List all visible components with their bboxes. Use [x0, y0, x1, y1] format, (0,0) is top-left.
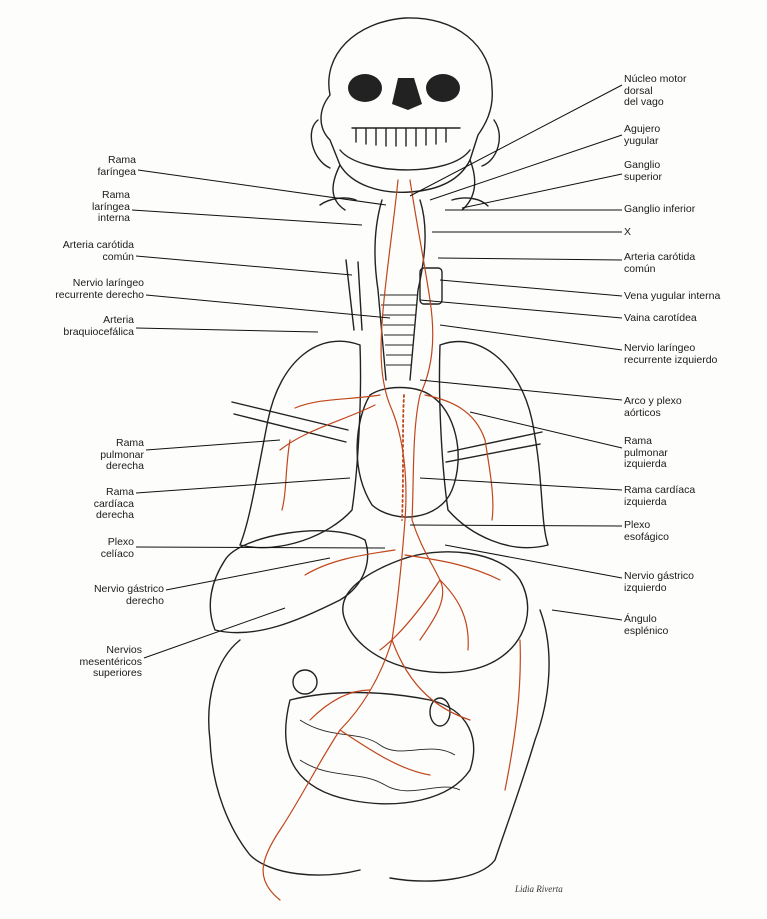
label-rama-cardiaca-derecha: Rama cardíaca derecha: [93, 486, 134, 521]
label-plexo-esofagico: Plexo esofágico: [624, 519, 669, 543]
label-x: X: [624, 226, 632, 238]
label-plexo-celiaco: Plexo celíaco: [100, 536, 134, 560]
lungs: [239, 340, 549, 549]
label-arteria-braquiocefalica: Arteria braquiocefálica: [63, 314, 134, 338]
label-nervio-gastrico-derecho: Nervio gástrico derecho: [93, 583, 164, 607]
label-rama-laringea-interna: Rama laríngea interna: [92, 189, 130, 224]
label-nervio-laringeo-recurrente-izquierdo: Nervio laríngeo recurrente izquierdo: [624, 342, 718, 366]
stomach: [342, 551, 529, 674]
label-rama-cardiaca-izquierda: Rama cardíaca izquierda: [624, 484, 696, 508]
vagus-nerve-paths: [262, 179, 521, 901]
label-rama-pulmonar-derecha: Rama pulmonar derecha: [100, 437, 144, 472]
label-agujero-yugular: Agujero yugular: [624, 123, 661, 147]
heart: [356, 386, 459, 518]
label-arteria-carotida-comun-derecha: Arteria carótida común: [62, 239, 134, 263]
label-nucleo-motor-dorsal: Núcleo motor dorsal del vago: [624, 73, 687, 108]
label-angulo-esplenico: Ángulo esplénico: [624, 613, 669, 637]
label-rama-pulmonar-izquierda: Rama pulmonar izquierda: [624, 435, 668, 470]
label-arteria-carotida-comun-izquierda: Arteria carótida común: [624, 251, 696, 275]
label-arco-plexo-aorticos: Arco y plexo aórticos: [624, 395, 682, 419]
liver: [209, 530, 369, 634]
label-nervio-laringeo-recurrente-derecho: Nervio laríngeo recurrente derecho: [55, 277, 144, 301]
label-nervio-gastrico-izquierdo: Nervio gástrico izquierdo: [624, 570, 695, 594]
signature-text: Lidia Riverta: [515, 884, 563, 894]
label-ganglio-inferior: Ganglio inferior: [624, 203, 696, 215]
label-vena-yugular-interna: Vena yugular interna: [624, 290, 721, 302]
label-ganglio-superior: Ganglio superior: [624, 159, 662, 183]
label-rama-faringea: Rama faríngea: [97, 154, 136, 178]
leader-lines: [131, 84, 623, 659]
intestines: [208, 609, 550, 882]
label-vaina-carotidea: Vaina carotídea: [624, 312, 697, 324]
skull: [310, 17, 500, 211]
label-nervios-mesentericos-superiores: Nervios mesentéricos superiores: [79, 644, 142, 679]
